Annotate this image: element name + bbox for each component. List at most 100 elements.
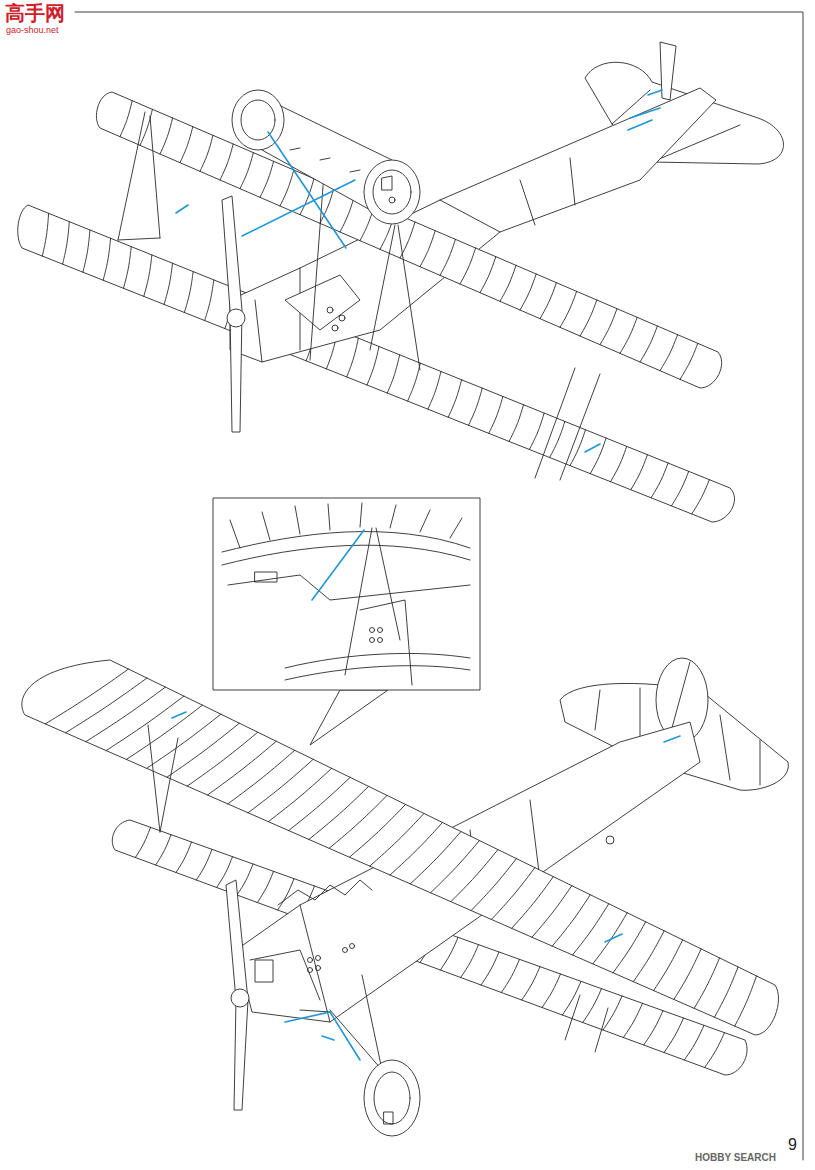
interplane-struts-part	[535, 368, 600, 480]
fuselage-part	[255, 960, 273, 982]
interplane-struts-part	[118, 112, 160, 240]
rigging-wire	[172, 712, 680, 1060]
propeller-part	[226, 880, 248, 1110]
upper-wing-part	[451, 850, 498, 902]
upper-wing-part	[640, 326, 657, 362]
lower-wing-part	[509, 405, 523, 442]
detail-inset-part	[370, 638, 375, 643]
lower-wing-part	[692, 480, 710, 514]
lower-wing-part	[461, 945, 479, 978]
upper-wing-part	[45, 669, 128, 724]
fuselage-part	[316, 956, 321, 961]
detail-inset-part	[255, 572, 277, 582]
landing-gear-part	[364, 1060, 420, 1136]
landing-gear-part	[374, 1072, 410, 1124]
propeller	[222, 196, 245, 432]
lower-wing-part	[347, 338, 359, 377]
upper-wing-part	[106, 696, 184, 750]
upper-wing-part	[126, 705, 202, 759]
landing-gear-part	[364, 160, 420, 224]
lower-wing-part	[123, 247, 131, 289]
rigging-wire	[176, 90, 662, 452]
upper-wing-part	[500, 265, 516, 301]
fuselage-part	[327, 307, 333, 313]
landing-gear-part	[232, 90, 284, 150]
propeller	[226, 880, 249, 1110]
landing-gear-part	[300, 975, 382, 1070]
upper-wing-part	[349, 804, 405, 857]
upper-wing-part	[329, 795, 387, 848]
upper-wing-part	[86, 687, 166, 742]
interplane-struts-part	[148, 725, 178, 832]
upper-wing-part	[248, 759, 313, 812]
watermark-logo: 高手网	[5, 2, 65, 24]
lower-wing-part	[705, 1033, 725, 1068]
upper-wing-part	[620, 317, 637, 353]
lower-wing-part	[583, 989, 602, 1023]
upper-wing-part	[633, 931, 664, 982]
fuselage-part	[332, 325, 338, 331]
lower-wing-part	[671, 471, 688, 506]
lower-wing-part	[103, 238, 110, 280]
lower-wing-part	[542, 974, 561, 1008]
fuselage-part	[606, 836, 614, 844]
fuselage-part	[285, 275, 360, 330]
upper-wing-part	[167, 723, 239, 777]
upper-wing-part	[674, 949, 701, 1000]
lower-wing-part	[590, 438, 606, 474]
rigging-wire-part	[605, 934, 622, 942]
upper-wing-part	[180, 127, 193, 163]
upper-wing-part	[410, 832, 461, 884]
detail-inset-part	[345, 528, 412, 685]
upper-wing-part	[66, 678, 147, 733]
upper-wing-part	[580, 300, 597, 336]
rigging-wire-part	[172, 712, 186, 718]
tail-plane-part	[660, 42, 676, 100]
detail-inset-part	[213, 498, 480, 690]
upper-wing-part	[654, 940, 683, 991]
upper-wing-part	[96, 92, 721, 388]
upper-wing-part	[540, 283, 556, 319]
upper-wing-part	[600, 309, 617, 345]
upper-wing	[96, 92, 721, 388]
fuselage-part	[308, 968, 313, 973]
lower-wing-part	[63, 222, 70, 264]
lower-wing-part	[176, 842, 192, 873]
landing-gear-part	[373, 170, 411, 214]
detail-inset-part	[310, 690, 388, 745]
fuselage-part	[250, 905, 330, 1022]
detail-inset-part	[378, 638, 383, 643]
upper-wing-part	[120, 101, 132, 137]
landing-gear	[300, 975, 420, 1136]
fuselage-part	[343, 948, 348, 953]
upper-wing-part	[460, 248, 476, 284]
landing-gear	[232, 90, 420, 224]
lower-wing-part	[603, 996, 622, 1030]
lower-wing-part	[42, 213, 48, 256]
upper-wing-part	[560, 291, 577, 327]
fuselage-part	[350, 944, 355, 949]
lower-wing-part	[468, 388, 482, 425]
detail-inset-part	[222, 532, 470, 552]
interplane-struts-part	[310, 160, 420, 370]
propeller-part	[231, 989, 249, 1007]
lower-wing-part	[684, 1025, 704, 1060]
lower-wing-part	[135, 827, 150, 857]
lower-wing-part	[205, 280, 214, 321]
rigging-wire-part	[585, 444, 600, 452]
lower-wing-part	[257, 871, 273, 902]
lower-wing-part	[408, 363, 421, 401]
upper-wing-part	[200, 135, 213, 171]
upper-wing-part	[240, 153, 253, 189]
detail-inset-part	[228, 575, 470, 600]
upper-wing-part	[340, 196, 354, 232]
rigging-wire-part	[664, 736, 680, 742]
detail-inset-part	[312, 530, 364, 600]
rigging-wire-part	[242, 180, 355, 236]
lower-wing-part	[529, 413, 544, 449]
lower-wing-part	[489, 396, 503, 433]
upper-wing-part	[147, 714, 221, 768]
interplane-struts-part	[565, 995, 608, 1052]
